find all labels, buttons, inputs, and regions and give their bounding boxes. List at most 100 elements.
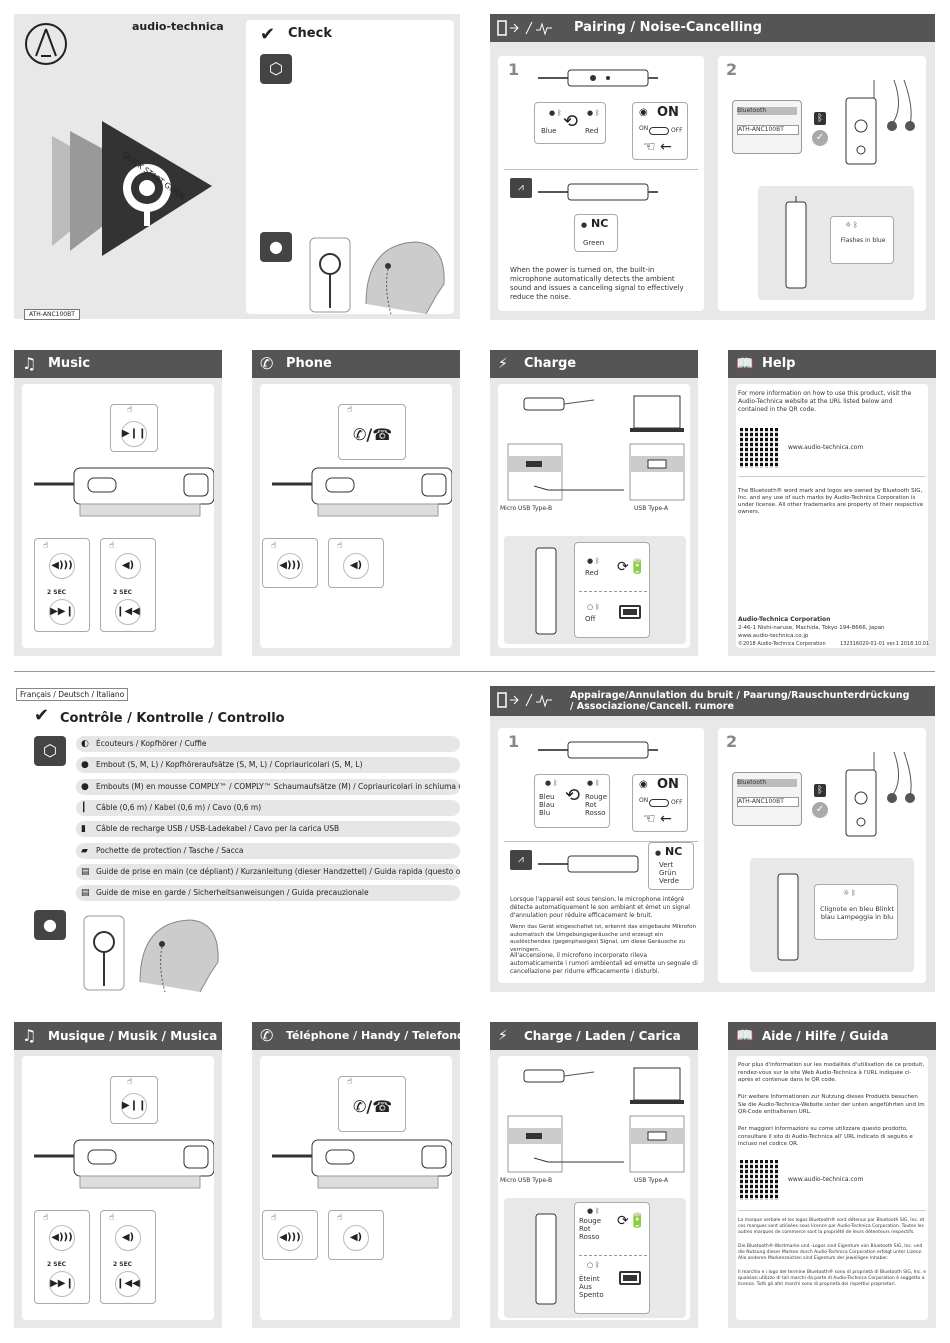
volume-down-button[interactable]: ◀) <box>115 553 141 579</box>
cycle-arrow-icon: ⟲ <box>565 785 581 806</box>
help-text-de: Für weitere Informationen zur Nutzung di… <box>738 1094 925 1115</box>
qr-code[interactable] <box>740 1160 780 1200</box>
volume-down-button[interactable]: ◀) <box>115 1225 141 1251</box>
led-dot-icon: ● <box>581 221 588 229</box>
box-icon: ⬡ <box>260 54 292 84</box>
help-url[interactable]: www.audio-technica.com <box>788 444 864 451</box>
power-switch-icon[interactable] <box>649 127 669 135</box>
hold-2sec-label: 2 SEC <box>113 589 133 596</box>
help-url[interactable]: www.audio-technica.com <box>788 1176 864 1183</box>
lang-check-item: ●Embout (S, M, L) / Kopfhöreraufsätze (S… <box>76 757 460 774</box>
brand-name: audio-technica <box>132 20 224 33</box>
item-icon: ▮ <box>81 824 86 835</box>
volume-down-box: ☝◀) <box>328 538 384 588</box>
hold-2sec-label: 2 SEC <box>47 1261 67 1268</box>
volume-down-box: ☝◀)2 SEC❙◀◀ <box>100 1210 156 1304</box>
flash-box: ☼ ᛒ Clignote en bleu Blinkt blau Lampegg… <box>814 884 898 940</box>
nc-icon: ⩘ <box>510 850 532 870</box>
nc-description-it: All'accensione, il microfono incorporato… <box>510 952 698 975</box>
lang-phone-title: Téléphone / Handy / Telefono <box>286 1029 460 1042</box>
check-circle-icon: ✓ <box>812 130 828 146</box>
cover-panel: audio-technica QUICK START GUIDE ATH-ANC… <box>14 14 238 320</box>
charging-red-label: Rouge Rot Rosso <box>579 1217 602 1241</box>
play-pause-box: ☝▶❙❙ <box>110 404 158 452</box>
nc-description-de: Wenn das Gerät eingeschaltet ist, erkenn… <box>510 924 696 953</box>
tap-icon: ☝ <box>347 405 353 415</box>
led-blue-label: Bleu Blau Blu <box>539 793 555 817</box>
previous-track-button[interactable]: ❙◀◀ <box>115 1271 141 1297</box>
next-track-button[interactable]: ▶▶❙ <box>49 1271 75 1297</box>
lang-check-item: ▮Câble de recharge USB / USB-Ladekabel /… <box>76 821 460 838</box>
flashes-blue-label: Clignote en bleu Blinkt blau Lampeggia i… <box>820 905 894 921</box>
section-separator <box>14 671 935 672</box>
book-icon: 📖 <box>736 1028 754 1044</box>
previous-track-button[interactable]: ❙◀◀ <box>115 599 141 625</box>
led-bt-icon: ● ᛒ <box>587 1207 600 1215</box>
volume-up-box: ☝◀))) <box>262 538 318 588</box>
help-text-fr: Pour plus d'information sur les modalité… <box>738 1062 925 1083</box>
power-icon: ◉ <box>639 107 648 118</box>
lang-check-item-label: Guide de prise en main (ce dépliant) / K… <box>96 866 460 876</box>
phone-panel: ✆Phone ☝✆/☎ ☝◀))) ☝◀) <box>252 350 460 656</box>
remote-side-illustration <box>535 547 557 635</box>
volume-up-button[interactable]: ◀))) <box>277 553 303 579</box>
item-icon: ┃ <box>81 802 87 813</box>
call-answer-end-icon[interactable]: ✆/☎ <box>353 425 393 444</box>
volume-up-box: ☝◀)))2 SEC▶▶❙ <box>34 538 90 632</box>
micro-usb-label: Micro USB Type-B <box>500 505 553 512</box>
charged-off-label: Off <box>585 615 596 623</box>
language-label: Français / Deutsch / Italiano <box>16 688 129 701</box>
book-icon: 📖 <box>736 356 754 372</box>
item-icon: ● <box>81 760 89 771</box>
play-pause-button[interactable]: ▶❙❙ <box>121 421 147 447</box>
help-panel: 📖Help For more information on how to use… <box>728 350 936 656</box>
nc-label: NC <box>591 217 609 230</box>
slide-arrow-icon: ☜ ← <box>643 139 672 155</box>
led-blue-label: Blue <box>541 127 557 135</box>
tap-icon: ☝ <box>109 541 115 551</box>
charge-status-area: ● ᛒ Rouge Rot Rosso ⟳🔋 ○ ᛒ Éteint Aus Sp… <box>504 1198 686 1318</box>
volume-down-box: ☝◀) 2 SEC ❙◀◀ <box>100 538 156 632</box>
tap-icon: ☝ <box>109 1213 115 1223</box>
charging-battery-icon: ⟳🔋 <box>617 1213 647 1229</box>
power-on-box: ON ◉ ON OFF ☜ ← <box>632 774 688 832</box>
next-track-button[interactable]: ▶▶❙ <box>49 599 75 625</box>
trademark-fr: La marque verbale et les logos Bluetooth… <box>738 1218 925 1235</box>
music-note-icon: ♫ <box>22 1026 37 1045</box>
volume-up-button[interactable]: ◀))) <box>49 1225 75 1251</box>
switch-off-label: OFF <box>671 127 683 134</box>
qr-code[interactable] <box>740 428 780 468</box>
power-switch-icon[interactable] <box>649 799 669 807</box>
call-box: ☝✆/☎ <box>338 1076 406 1132</box>
step-1-number: 1 <box>508 60 520 79</box>
help-divider <box>738 1210 926 1211</box>
help-title: Help <box>762 356 796 371</box>
trademark-text: The Bluetooth® word mark and logos are o… <box>738 488 924 515</box>
music-title: Music <box>48 356 91 371</box>
charging-battery-icon: ⟳🔋 <box>617 559 647 575</box>
volume-down-button[interactable]: ◀) <box>343 553 369 579</box>
remote-illustration <box>538 741 658 759</box>
remote-illustration-music <box>34 467 214 517</box>
volume-up-button[interactable]: ◀))) <box>277 1225 303 1251</box>
item-icon: ● <box>81 781 89 792</box>
usb-a-label: USB Type-A <box>634 1177 669 1184</box>
device-name-item[interactable]: ATH-ANC100BT <box>737 797 799 807</box>
bluetooth-nc-icon <box>497 692 552 708</box>
lang-check-item: ▤Guide de prise en main (ce dépliant) / … <box>76 863 460 880</box>
call-answer-end-icon[interactable]: ✆/☎ <box>353 1097 393 1116</box>
charge-status-box: ● ᛒ Red ⟳🔋 ○ ᛒ Off <box>574 542 650 638</box>
lang-music-title: Musique / Musik / Musica <box>48 1029 218 1043</box>
volume-up-button[interactable]: ◀))) <box>49 553 75 579</box>
trademark-de: Die Bluetooth®-Wortmarke und -Logos sind… <box>738 1244 923 1261</box>
charge-status-box: ● ᛒ Rouge Rot Rosso ⟳🔋 ○ ᛒ Éteint Aus Sp… <box>574 1202 650 1314</box>
micro-usb-label: Micro USB Type-B <box>500 1177 553 1184</box>
volume-down-button[interactable]: ◀) <box>343 1225 369 1251</box>
tap-icon: ☝ <box>271 541 277 551</box>
play-pause-button[interactable]: ▶❙❙ <box>121 1093 147 1119</box>
quick-start-graphic-icon <box>52 121 212 256</box>
device-name-item[interactable]: ATH-ANC100BT <box>737 125 799 135</box>
nc-green-label: Vert Grün Verde <box>659 861 680 885</box>
volume-up-box: ☝◀))) <box>262 1210 318 1260</box>
tap-icon: ☝ <box>127 1077 133 1087</box>
